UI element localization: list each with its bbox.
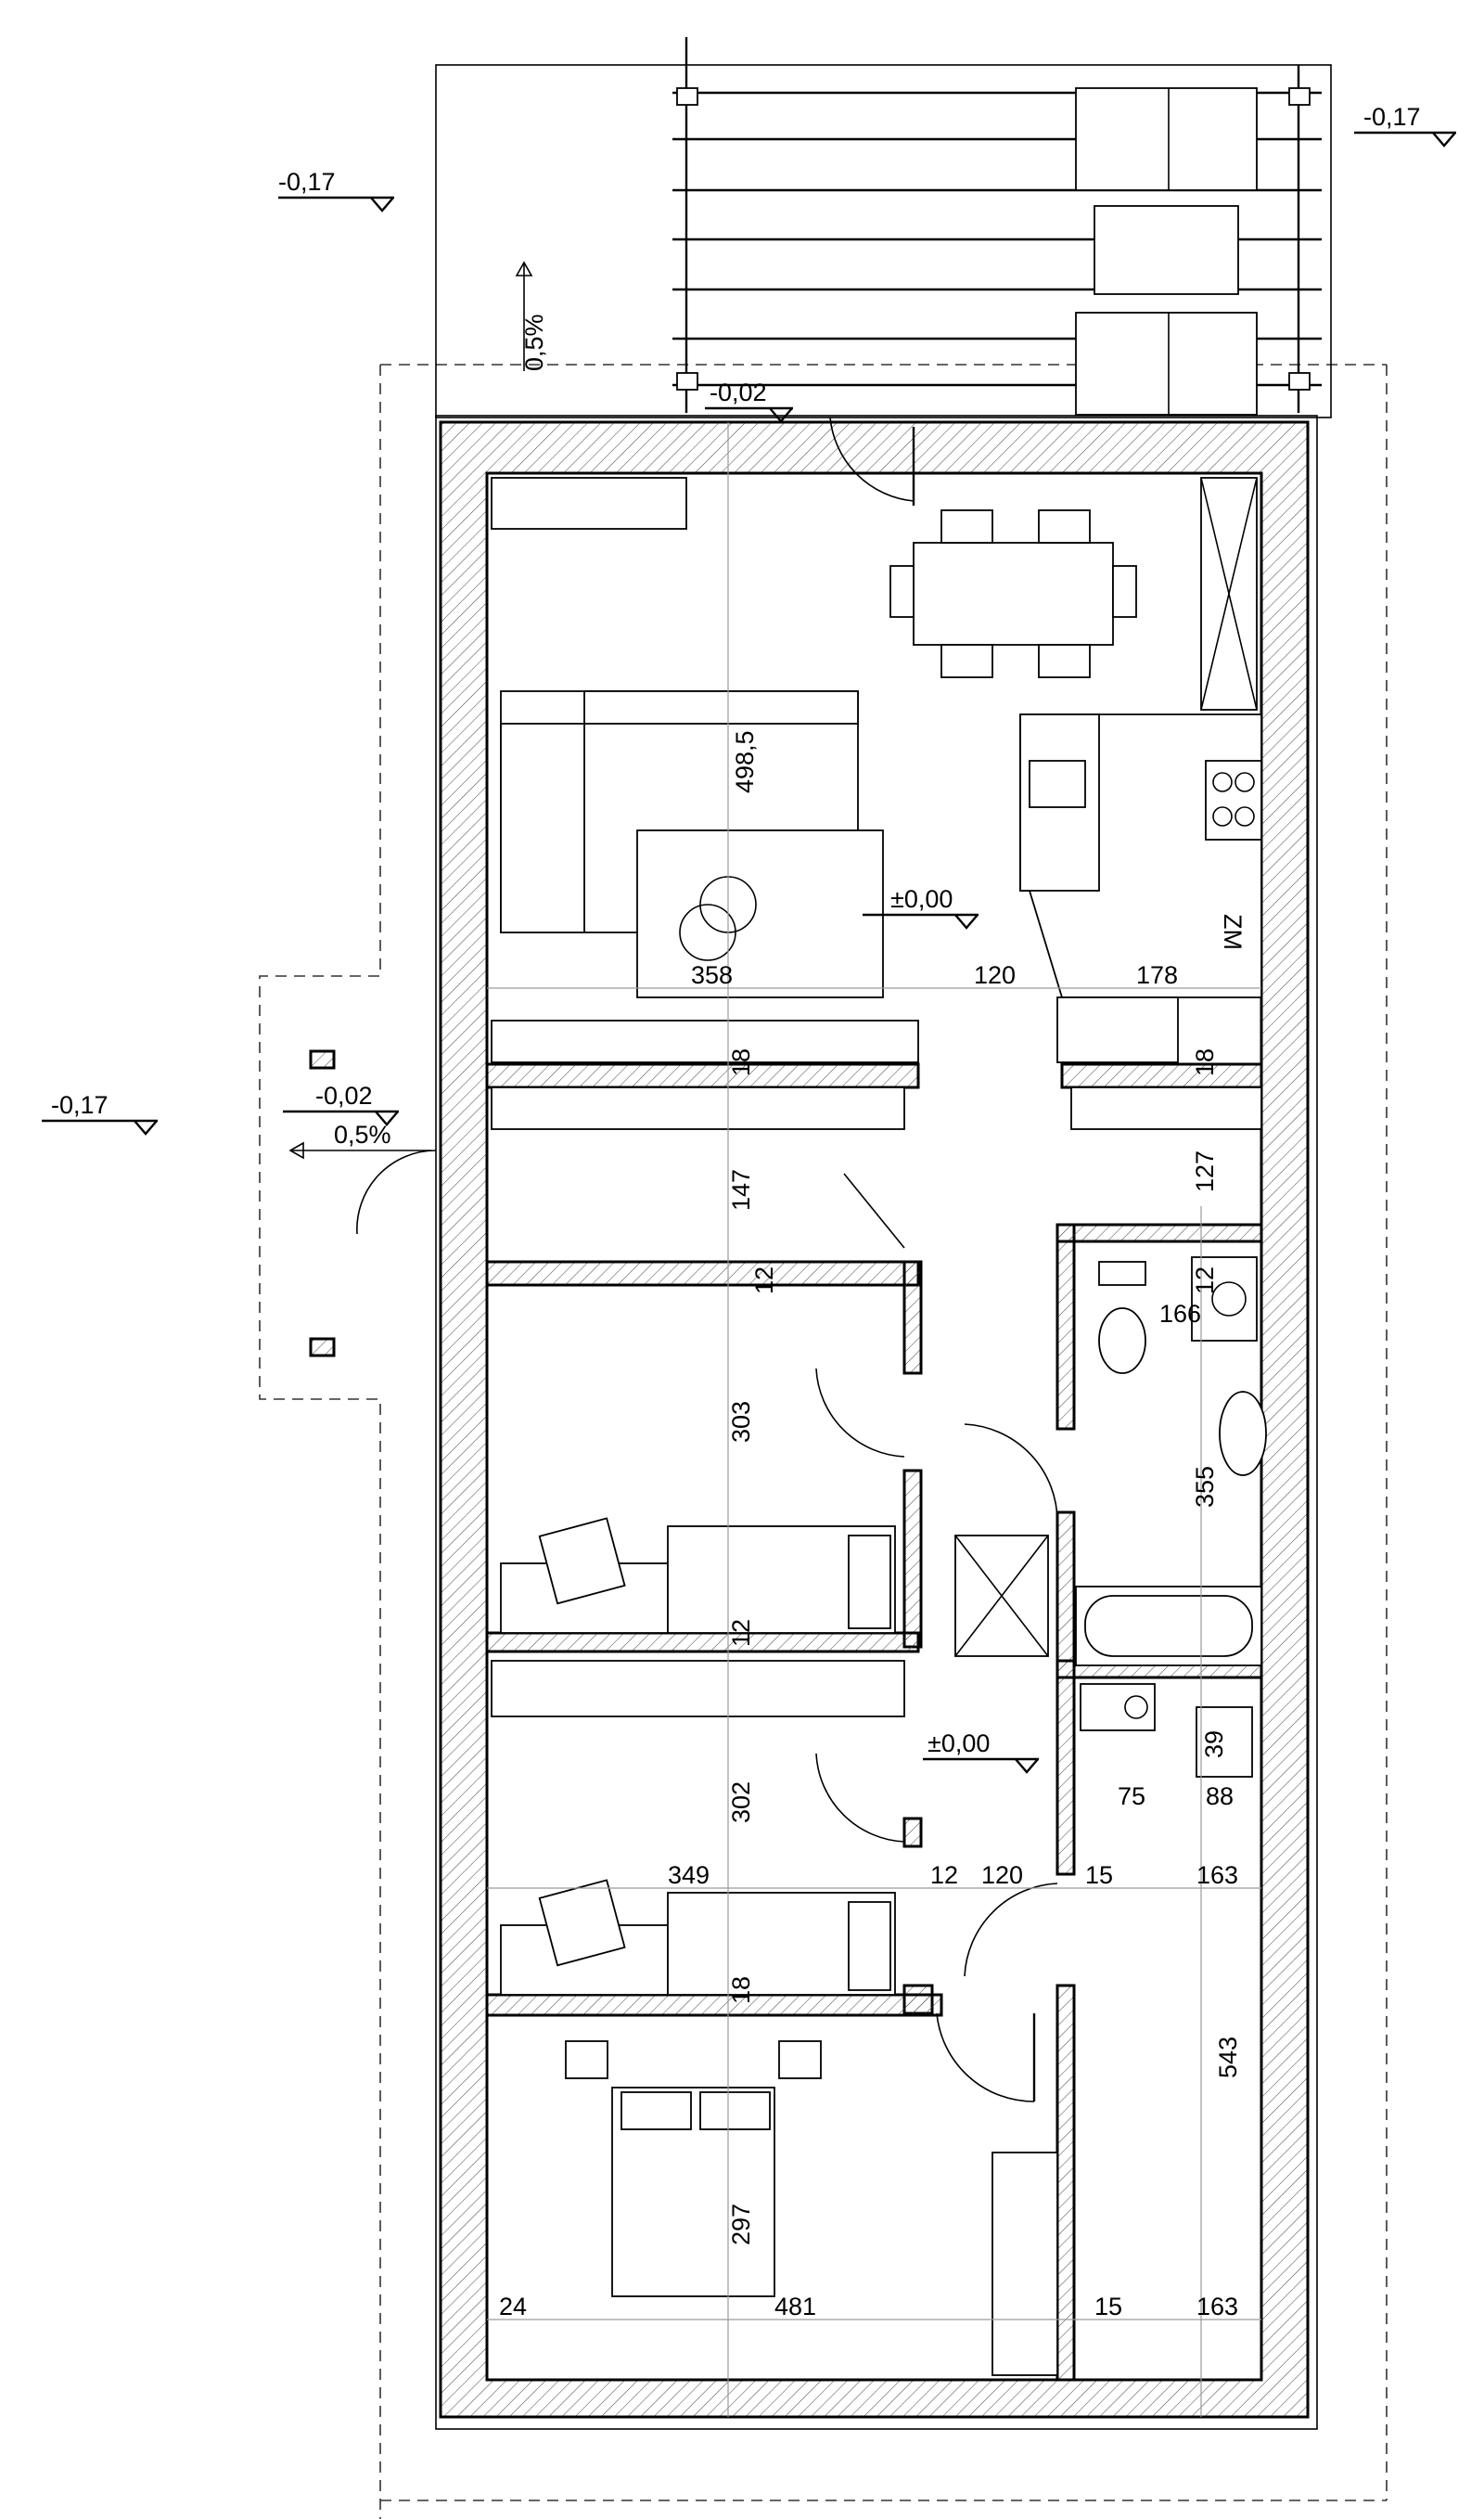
bedroom3-furniture — [565, 2040, 1058, 2376]
wardrobe-3 — [991, 2152, 1058, 2376]
interior-walls — [485, 1062, 1263, 2382]
bedroom2-furniture — [500, 1879, 896, 1996]
level-living: ±0,00 — [890, 885, 953, 913]
living-furniture — [491, 477, 1137, 1130]
slope-markers: 0,5% 0,5% — [288, 261, 548, 1160]
slope-terrace: 0,5% — [520, 314, 548, 371]
washbasin — [1191, 1256, 1258, 1342]
dim-bedroom1-depth: 303 — [727, 1401, 755, 1443]
level-markers: -0,17 -0,17 -0,17 -0,02 -0,02 ±0,00 ±0,0… — [42, 103, 1456, 1774]
dim-bedroom-width: 349 — [668, 1861, 710, 1889]
dim-boiler-a: 39 — [1200, 1730, 1228, 1758]
dim-utility-width-top: 163 — [1196, 1861, 1238, 1889]
dim-living-width: 358 — [691, 961, 733, 989]
entrance-pads — [309, 1049, 336, 1357]
sunbed-1 — [1075, 87, 1258, 191]
toilet — [1098, 1307, 1146, 1374]
dim-wardrobe-depth: 147 — [727, 1169, 755, 1211]
dim-utility-width-bottom: 163 — [1196, 2293, 1238, 2320]
level-entrance: -0,02 — [315, 1082, 373, 1110]
bedroom1-furniture — [491, 1517, 905, 1717]
dim-wall-g: 15 — [1085, 1861, 1113, 1889]
tv-cabinet — [491, 1020, 919, 1063]
coffee-table — [636, 829, 884, 998]
dim-wall-i: 15 — [1094, 2293, 1122, 2320]
level-terrace: -0,02 — [710, 379, 767, 406]
level-outer-right-top: -0,17 — [1363, 103, 1421, 131]
dim-corridor-mid: 120 — [981, 1861, 1023, 1889]
sunbed-2 — [1075, 312, 1258, 416]
level-hall: ±0,00 — [928, 1729, 990, 1757]
dim-wall-b: 18 — [1191, 1048, 1219, 1076]
dim-bedroom3-depth: 297 — [727, 2204, 755, 2245]
washer — [1196, 1706, 1253, 1778]
kitchen: ZM — [1019, 477, 1262, 1130]
dim-bedroom2-depth: 302 — [727, 1781, 755, 1823]
dim-wc-width: 166 — [1159, 1300, 1201, 1328]
dimension-texts: 498,5 358 120 178 18 18 147 127 12 12 16… — [499, 730, 1242, 2320]
level-outer-left-mid: -0,17 — [51, 1091, 109, 1119]
doors — [356, 417, 1058, 2102]
slope-entrance: 0,5% — [334, 1121, 391, 1149]
wardrobe-1 — [491, 1660, 905, 1717]
dim-closet-depth: 127 — [1191, 1150, 1219, 1192]
dim-wall-h: 18 — [727, 1976, 755, 2004]
bathroom-fixtures — [954, 1256, 1267, 1778]
dimension-lines — [487, 422, 1261, 2417]
dining-table — [913, 542, 1114, 646]
exterior-walls — [435, 415, 1318, 2430]
cooktop — [1205, 760, 1262, 841]
dim-boiler-c: 88 — [1206, 1782, 1234, 1810]
dim-wall-d: 12 — [1191, 1266, 1219, 1294]
dim-corridor-top: 120 — [974, 961, 1016, 989]
dim-wall-e: 12 — [727, 1619, 755, 1647]
fridge-tag: ZM — [1219, 914, 1247, 950]
wardrobe-top — [491, 477, 687, 530]
dim-living-depth: 498,5 — [731, 730, 759, 793]
dim-utility-depth: 543 — [1214, 2037, 1242, 2078]
dim-bath-depth: 355 — [1191, 1466, 1219, 1508]
dim-bedroom3-width: 481 — [774, 2293, 816, 2320]
dim-wall-f: 12 — [930, 1861, 958, 1889]
pergola — [435, 37, 1332, 418]
level-outer-left-top: -0,17 — [278, 168, 336, 196]
dim-boiler-b: 75 — [1118, 1782, 1145, 1810]
dim-ext-wall: 24 — [499, 2293, 527, 2320]
terrace-table — [1094, 205, 1239, 295]
boiler — [1080, 1683, 1156, 1731]
dim-wall-a: 18 — [727, 1048, 755, 1076]
sink — [1219, 1391, 1267, 1476]
dim-kitchen-width: 178 — [1136, 961, 1178, 989]
dim-wall-c: 12 — [750, 1266, 778, 1294]
